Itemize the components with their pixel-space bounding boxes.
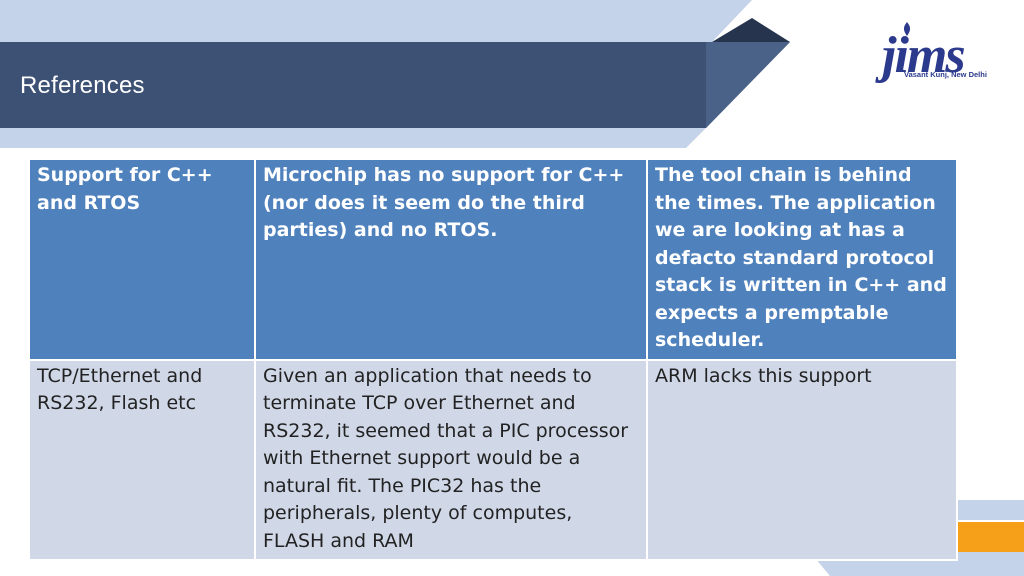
logo-flame-icon	[903, 22, 911, 36]
table-row: TCP/Ethernet and RS232, Flash etc Given …	[28, 358, 958, 561]
logo-subtitle: Vasant Kunj, New Delhi	[904, 70, 987, 79]
jims-logo: jims Vasant Kunj, New Delhi	[880, 16, 1000, 86]
page-title: References	[20, 72, 145, 99]
table-cell: TCP/Ethernet and RS232, Flash etc	[28, 358, 256, 561]
references-table: Support for C++ and RTOS Microchip has n…	[28, 158, 958, 561]
table-cell: Support for C++ and RTOS	[28, 158, 256, 361]
header-bottom-band	[0, 128, 706, 148]
header-dark-tip	[712, 18, 790, 42]
table-row: Support for C++ and RTOS Microchip has n…	[28, 158, 958, 361]
table-cell: ARM lacks this support	[646, 358, 958, 561]
table-cell: Given an application that needs to termi…	[254, 358, 648, 561]
header-top-band	[0, 0, 752, 42]
footer-orange-band	[780, 522, 1024, 552]
footer-light-band	[956, 500, 1024, 520]
header-band-accent	[706, 42, 790, 128]
logo-mark: jims	[882, 27, 966, 84]
table-cell: Microchip has no support for C++ (nor do…	[254, 158, 648, 361]
table-cell: The tool chain is behind the times. The …	[646, 158, 958, 361]
header-band	[0, 42, 790, 128]
